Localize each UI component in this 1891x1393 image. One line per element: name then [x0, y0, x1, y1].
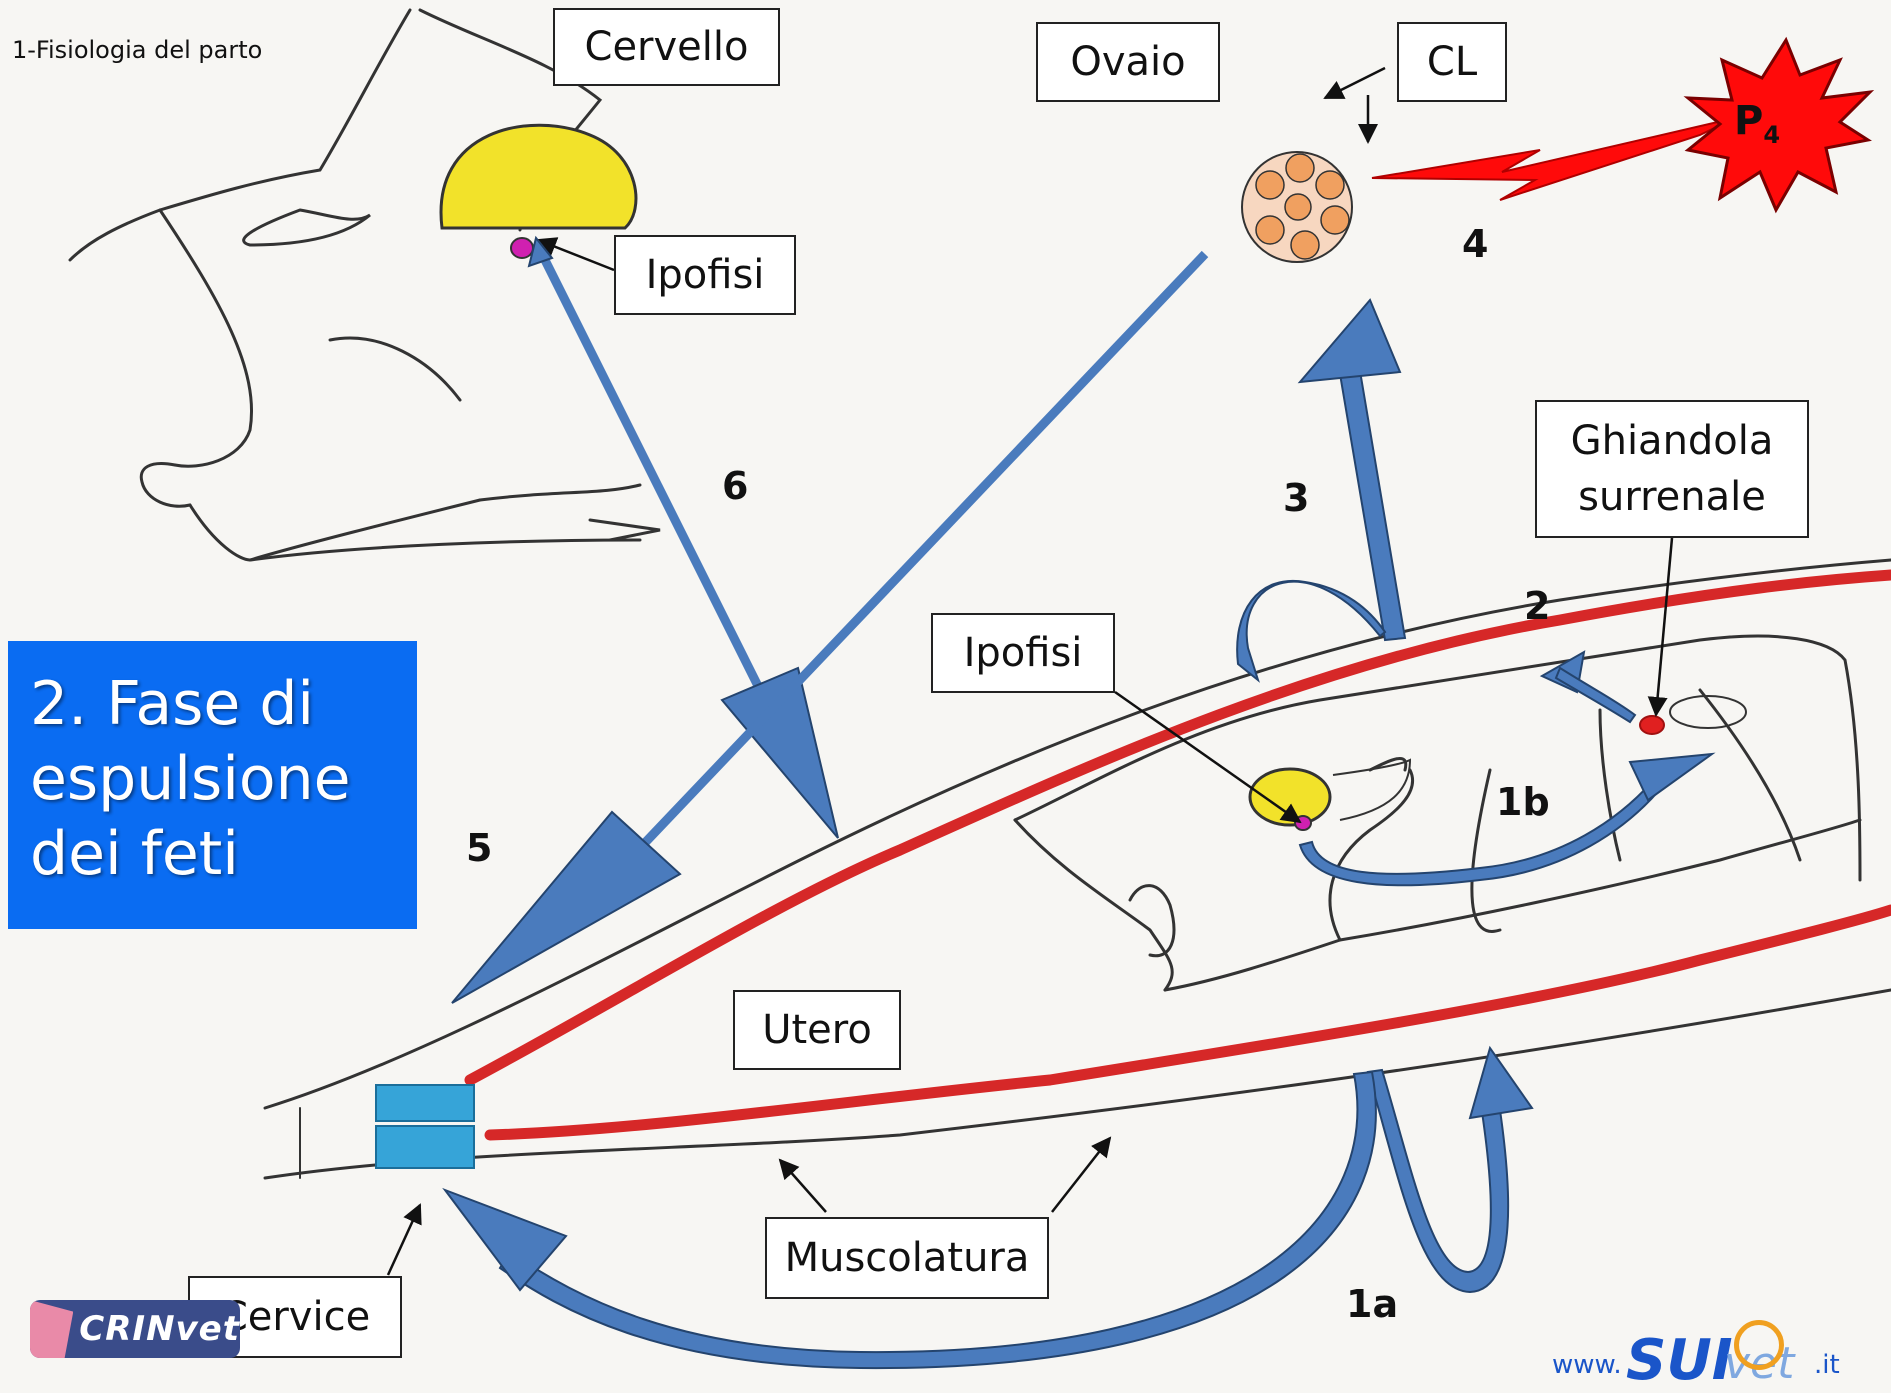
label-muscolatura: Muscolatura [765, 1217, 1049, 1299]
crinvet-logo: CRINvet [30, 1300, 240, 1358]
cervix-drawing [376, 1085, 474, 1168]
step-label-1a: 1a [1346, 1282, 1398, 1326]
arrow-3-head [1300, 300, 1400, 382]
step-label-1b: 1b [1496, 780, 1550, 824]
adult-pituitary-drawing [511, 238, 533, 258]
label-ipofisi-top: Ipofisi [614, 235, 796, 315]
step-label-4: 4 [1462, 222, 1488, 266]
phase-title-line2: espulsione [30, 742, 417, 817]
label-ipofisi-fetus: Ipofisi [931, 613, 1115, 693]
lightning-bolt-icon [1372, 118, 1735, 200]
crinvet-logo-text: CRINvet [73, 1309, 240, 1349]
label-cl: CL [1397, 22, 1507, 102]
pointer-muscolatura-right [1052, 1138, 1110, 1212]
arrow-6-head [722, 668, 838, 838]
p4-symbol: P [1734, 98, 1763, 144]
sow-head-drawing [70, 10, 660, 560]
pointer-cervice [388, 1205, 420, 1275]
phase-title-line1: 2. Fase di [30, 667, 417, 742]
crinvet-mark-icon [30, 1300, 73, 1358]
arrow-2-shaft [1556, 668, 1635, 722]
label-ghiandola-line1: Ghiandola [1571, 417, 1774, 465]
label-utero: Utero [733, 990, 901, 1070]
corpus-luteum-drawing [1242, 152, 1352, 262]
label-ovaio: Ovaio [1036, 22, 1220, 102]
fetus-drawing [1015, 636, 1860, 990]
label-ghiandola-line2: surrenale [1578, 473, 1766, 521]
label-cervello: Cervello [553, 8, 780, 86]
fetal-brain-drawing [1250, 769, 1330, 825]
pointer-cl-left [1325, 68, 1385, 98]
arrow-1b-curve [1300, 775, 1666, 885]
slide-caption: 1-Fisiologia del parto [12, 36, 262, 64]
phase-title-line3: dei feti [30, 817, 417, 892]
p4-subscript: 4 [1763, 121, 1780, 149]
step-label-2: 2 [1524, 584, 1550, 628]
suivet-logo: www. SUI vet .it [1548, 1320, 1891, 1374]
pointer-ghiandola [1656, 538, 1672, 715]
suivet-smiley-icon [1734, 1320, 1784, 1370]
phase-title-box: 2. Fase di espulsione dei feti [8, 641, 417, 929]
p4-hormone-label: P4 [1734, 98, 1780, 149]
suivet-sui-text: SUI [1626, 1328, 1733, 1393]
step-label-3: 3 [1283, 476, 1309, 520]
fetal-adrenal-drawing [1640, 716, 1664, 734]
adult-brain-drawing [441, 125, 636, 258]
suivet-www-text: www. [1552, 1350, 1622, 1380]
suivet-it-text: .it [1814, 1350, 1840, 1380]
step-label-5: 5 [466, 826, 492, 870]
fetal-pituitary-drawing [1295, 816, 1311, 830]
step-label-6: 6 [722, 464, 748, 508]
pointer-muscolatura-left [780, 1160, 826, 1212]
label-ghiandola-surrenale: Ghiandola surrenale [1535, 400, 1809, 538]
